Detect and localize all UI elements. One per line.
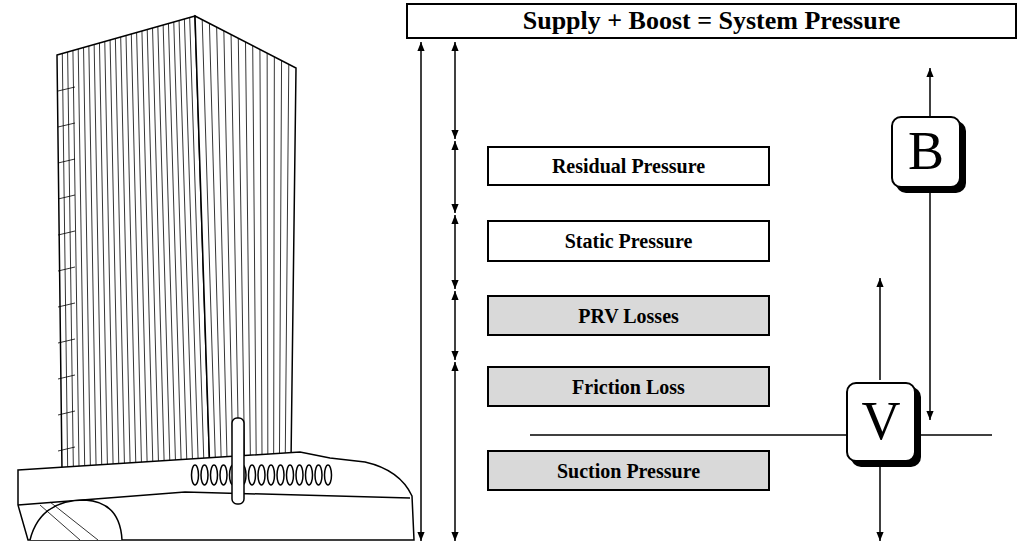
- podium: [18, 452, 414, 540]
- podium-arch: [30, 500, 122, 540]
- facade-line: [253, 46, 257, 468]
- box-label: Suction Pressure: [557, 460, 700, 482]
- facade-line: [260, 49, 262, 467]
- facade-line: [73, 51, 79, 471]
- facade-line: [179, 21, 193, 476]
- column: [232, 418, 244, 504]
- facade-line: [110, 40, 119, 472]
- facade-line: [147, 30, 159, 474]
- floor-mark: [58, 375, 75, 379]
- symbol-letter: B: [908, 122, 944, 181]
- window-oval: [192, 465, 199, 485]
- prv-dimension: [454, 215, 456, 289]
- title-box: Supply + Boost = System Pressure: [406, 3, 1017, 39]
- floor-mark: [58, 411, 75, 415]
- facade-line: [184, 19, 198, 476]
- stairs: [40, 502, 98, 540]
- floor-mark: [58, 87, 75, 91]
- facade-line: [68, 52, 74, 470]
- window-oval: [249, 465, 256, 485]
- valve-arrow-down: [879, 462, 881, 541]
- facade-line: [121, 37, 131, 473]
- facade-line: [126, 36, 136, 474]
- floor-mark: [58, 447, 75, 451]
- facade-line: [273, 57, 275, 465]
- floor-mark: [58, 123, 75, 127]
- dimension-lines: [421, 42, 992, 541]
- residual-dimension: [454, 42, 456, 139]
- facade-line: [168, 24, 181, 475]
- facade-line: [78, 49, 85, 471]
- facade-line: [238, 38, 244, 470]
- window-oval: [211, 465, 218, 485]
- tower-side: [195, 16, 296, 476]
- window-oval: [306, 465, 313, 485]
- facade-line: [137, 33, 148, 474]
- facade-line: [246, 42, 251, 469]
- friction-dimension: [454, 291, 456, 360]
- facade-line: [231, 35, 239, 471]
- pressure-box: Residual Pressure: [487, 146, 770, 186]
- window-oval: [287, 465, 294, 485]
- boost-arrow-down: [929, 190, 931, 420]
- facade-line: [267, 53, 269, 466]
- box-label: Supply + Boost = System Pressure: [523, 7, 901, 36]
- facade-line: [209, 23, 221, 474]
- pressure-box: Static Pressure: [487, 220, 770, 262]
- box-label: Static Pressure: [565, 230, 693, 252]
- loss-box: Suction Pressure: [487, 450, 770, 491]
- facade-line: [131, 34, 141, 473]
- suction-dimension: [454, 362, 456, 541]
- tower-front: [57, 16, 210, 476]
- boost-pump: B: [891, 116, 961, 188]
- box-label: Residual Pressure: [552, 155, 705, 177]
- facade-line: [62, 54, 67, 471]
- floor-mark: [58, 339, 75, 343]
- box-label: Friction Loss: [572, 376, 685, 398]
- static-dimension: [454, 141, 456, 213]
- box-label: PRV Losses: [578, 305, 679, 327]
- window-oval: [296, 465, 303, 485]
- window-oval: [220, 465, 227, 485]
- facade-line: [202, 20, 216, 475]
- loss-box: Friction Loss: [487, 366, 770, 407]
- floor-mark: [58, 159, 75, 163]
- boost-arrow-up: [929, 68, 931, 118]
- facade-line: [217, 27, 228, 473]
- valve-box: V: [846, 382, 916, 462]
- facade-line: [163, 25, 176, 475]
- facade-line: [279, 61, 281, 464]
- window-oval: [315, 465, 322, 485]
- window-oval: [277, 465, 284, 485]
- facade-line: [285, 64, 289, 463]
- facade-line: [105, 42, 113, 473]
- floor-mark: [58, 303, 75, 307]
- window-oval: [325, 465, 332, 485]
- facade-line: [84, 48, 91, 472]
- facade-line: [190, 18, 205, 476]
- facade-line: [174, 22, 187, 475]
- floor-mark: [58, 195, 75, 199]
- symbol-letter: V: [862, 392, 901, 451]
- floor-mark: [58, 267, 75, 271]
- facade-line: [142, 31, 153, 474]
- window-oval: [268, 465, 275, 485]
- loss-box: PRV Losses: [487, 295, 770, 336]
- supply-line: [530, 434, 992, 436]
- window-oval: [258, 465, 265, 485]
- window-oval: [201, 465, 208, 485]
- building-illustration: [18, 16, 414, 540]
- floor-mark: [58, 231, 75, 235]
- facade-line: [115, 39, 124, 473]
- facade-line: [153, 28, 165, 474]
- facade-line: [158, 27, 170, 475]
- valve-arrow-up: [879, 278, 881, 380]
- system-dimension: [420, 42, 422, 541]
- facade-line: [224, 31, 233, 472]
